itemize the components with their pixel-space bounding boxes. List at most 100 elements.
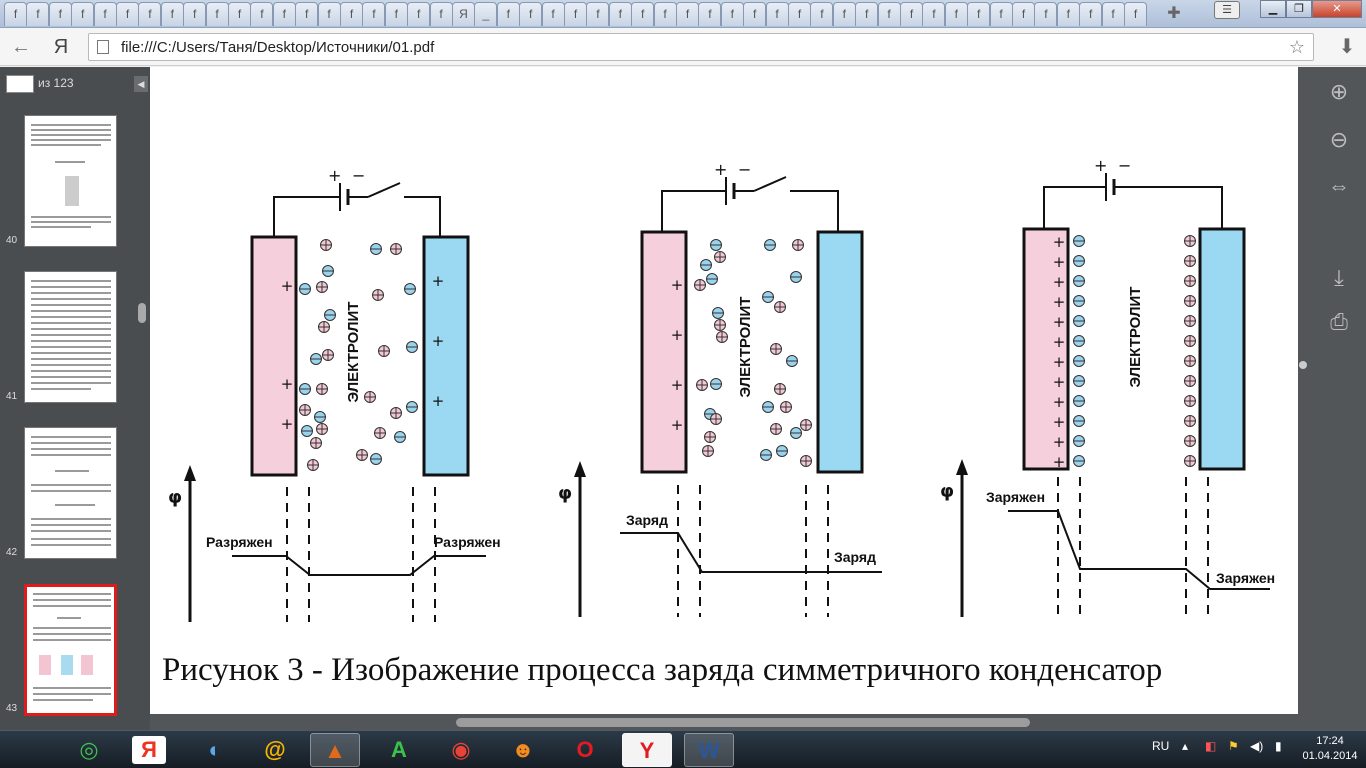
browser-tab[interactable]: f	[384, 2, 408, 26]
browser-tab[interactable]: f	[160, 2, 184, 26]
browser-tab[interactable]: f	[407, 2, 431, 26]
zoom-in-icon[interactable]: ⊕	[1329, 79, 1349, 104]
sidebar-scrollbar[interactable]	[138, 303, 146, 323]
odnoklassniki-icon[interactable]: ☻	[511, 737, 535, 762]
browser-tab[interactable]: f	[1034, 2, 1058, 26]
zoom-out-icon[interactable]: ⊖	[1329, 127, 1349, 152]
browser-tab[interactable]: f	[564, 2, 587, 26]
browser-tab[interactable]: f	[676, 2, 699, 26]
chrome-icon[interactable]: ◉	[451, 737, 471, 762]
thumbnail-page[interactable]	[24, 115, 117, 247]
yandex-logo-icon[interactable]: Я	[53, 36, 69, 58]
browser-tab[interactable]: f	[71, 2, 95, 26]
vertical-scroll-indicator[interactable]	[1299, 361, 1307, 369]
browser-tab[interactable]: f	[429, 2, 453, 26]
browser-tab[interactable]: f	[1079, 2, 1103, 26]
browser-tab[interactable]: f	[541, 2, 565, 26]
close-window-button[interactable]: ✕	[1312, 0, 1362, 18]
bookmark-star-icon[interactable]: ☆	[1288, 37, 1305, 57]
tray-app-icon[interactable]: ◧	[1205, 739, 1217, 753]
browser-tab[interactable]: f	[250, 2, 274, 26]
browser-tab[interactable]: f	[183, 2, 207, 26]
browser-tab[interactable]: f	[720, 2, 744, 26]
browser-tab[interactable]: f	[698, 2, 722, 26]
browser-tab[interactable]: f	[272, 2, 296, 26]
active-app-icon[interactable]: ▲	[310, 733, 360, 767]
browser-tab[interactable]: f	[26, 2, 50, 26]
browser-tab[interactable]: Я	[452, 2, 475, 26]
opera-icon[interactable]: O	[576, 737, 594, 762]
minimize-button[interactable]: ▁	[1260, 0, 1286, 18]
language-indicator[interactable]: RU	[1152, 739, 1170, 753]
browser-tab[interactable]: f	[788, 2, 811, 26]
browser-tab[interactable]: f	[989, 2, 1013, 26]
browser-tab[interactable]: f	[944, 2, 968, 26]
a-app-icon[interactable]: A	[391, 737, 407, 762]
scrollbar-thumb[interactable]	[456, 718, 1030, 727]
thumbnail-page[interactable]	[24, 271, 117, 403]
browser-tab[interactable]: f	[877, 2, 901, 26]
plus-sign: +	[1053, 293, 1066, 311]
horizontal-scrollbar[interactable]	[150, 714, 1298, 730]
yandex-browser-icon[interactable]: Я	[132, 736, 166, 764]
tray-arrow-icon[interactable]: ▴	[1182, 739, 1189, 753]
browser-tab[interactable]: f	[317, 2, 341, 26]
app-colorwheel-icon[interactable]: ◎	[79, 737, 99, 762]
word-icon[interactable]: W	[684, 733, 734, 767]
new-tab-button[interactable]: ✚	[1167, 5, 1181, 22]
fit-page-icon[interactable]: ⇔	[1328, 173, 1350, 198]
circuit-wire	[404, 196, 441, 241]
browser-tab[interactable]: f	[608, 2, 632, 26]
browser-tab[interactable]: f	[765, 2, 789, 26]
browser-tab[interactable]: f	[496, 2, 520, 26]
back-arrow-icon[interactable]: ←	[11, 36, 31, 58]
browser-tab[interactable]: f	[900, 2, 923, 26]
browser-tab[interactable]: f	[116, 2, 139, 26]
tray-flag-icon[interactable]: ⚑	[1228, 739, 1239, 753]
browser-tab[interactable]: f	[1101, 2, 1125, 26]
browser-tab[interactable]: f	[586, 2, 610, 26]
browser-tab[interactable]: f	[832, 2, 856, 26]
volume-icon[interactable]: ◀)	[1250, 739, 1264, 753]
browser-tab[interactable]: f	[967, 2, 991, 26]
browser-tab[interactable]: f	[653, 2, 677, 26]
browser-tab[interactable]: f	[922, 2, 946, 26]
collapse-sidebar-icon[interactable]: ◀	[134, 76, 148, 92]
browser-tab[interactable]: f	[810, 2, 834, 26]
download-icon[interactable]: ⬇	[1338, 36, 1356, 58]
speaker-app-icon[interactable]: ◐	[208, 737, 222, 762]
maximize-button[interactable]: ❐	[1286, 0, 1312, 18]
browser-tab[interactable]: f	[743, 2, 767, 26]
browser-tab[interactable]: f	[138, 2, 162, 26]
browser-tab[interactable]: f	[4, 2, 27, 26]
thumbnail-page[interactable]	[24, 427, 117, 559]
browser-tab[interactable]: f	[48, 2, 72, 26]
browser-tab[interactable]: f	[340, 2, 363, 26]
browser-tab[interactable]: f	[362, 2, 386, 26]
browser-tab[interactable]: f	[1056, 2, 1080, 26]
address-bar[interactable]: file:///C:/Users/Таня/Desktop/Источники/…	[88, 33, 1314, 61]
profile-icon[interactable]: ☰	[1214, 1, 1240, 19]
browser-tab[interactable]: f	[631, 2, 655, 26]
mail-agent-icon[interactable]: @	[264, 737, 286, 762]
browser-tab[interactable]: f	[93, 2, 117, 26]
yandex-icon[interactable]: Y	[622, 733, 672, 767]
thumbnail-page-active[interactable]	[24, 584, 117, 716]
clock[interactable]: 17:24 01.04.2014	[1296, 734, 1364, 764]
potential-label: Заряд	[626, 512, 668, 528]
browser-tab[interactable]: f	[1012, 2, 1035, 26]
browser-tab[interactable]: f	[228, 2, 251, 26]
url-text[interactable]: file:///C:/Users/Таня/Desktop/Источники/…	[121, 39, 435, 56]
browser-tab[interactable]: f	[519, 2, 543, 26]
browser-tab[interactable]: f	[205, 2, 229, 26]
browser-tab[interactable]: f	[855, 2, 879, 26]
page-number-input[interactable]	[6, 75, 34, 93]
browser-tab[interactable]: f	[295, 2, 319, 26]
network-icon[interactable]: ▮	[1275, 739, 1282, 753]
save-pdf-icon[interactable]: ⤓	[1334, 265, 1344, 290]
print-icon[interactable]: ⎙	[1330, 309, 1348, 334]
browser-tab[interactable]: f	[1124, 2, 1147, 26]
browser-tab[interactable]: _	[474, 2, 498, 26]
